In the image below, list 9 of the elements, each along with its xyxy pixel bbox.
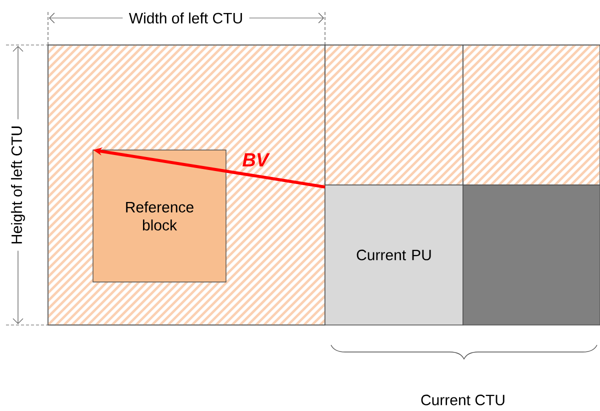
hatched-block xyxy=(324,44,464,186)
dimension-label: Height of left CTU xyxy=(11,126,25,244)
edge-label: BV xyxy=(242,153,270,166)
hatched-block xyxy=(462,44,600,186)
current-pu-block: Current PU xyxy=(324,184,464,326)
reference-block: Reference block xyxy=(92,150,226,282)
bracket-label: Current CTU xyxy=(421,394,504,406)
shaded-block xyxy=(462,184,600,326)
dimension-label: Width of left CTU xyxy=(128,12,242,24)
